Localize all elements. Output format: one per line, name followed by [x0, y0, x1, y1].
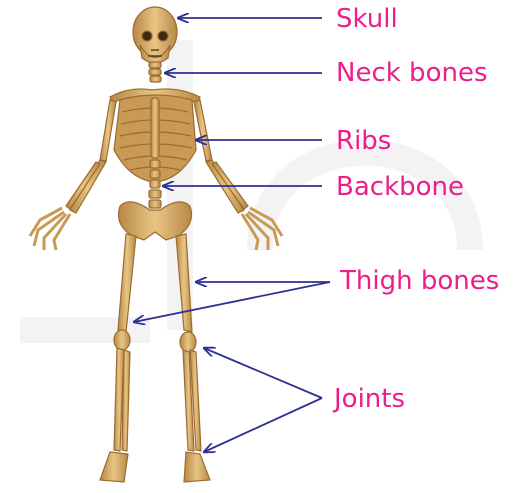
joints-arrow-ankle	[204, 398, 322, 452]
thigh-bones-arrow-left	[134, 282, 330, 322]
label-ribs: Ribs	[336, 128, 391, 154]
label-joints: Joints	[334, 386, 405, 412]
label-thigh-bones: Thigh bones	[340, 268, 499, 294]
joints-arrow-knee	[204, 348, 322, 398]
right-arm	[194, 100, 282, 250]
left-arm	[30, 100, 116, 250]
label-skull: Skull	[336, 6, 398, 32]
label-neck-bones: Neck bones	[336, 60, 488, 86]
label-backbone: Backbone	[336, 174, 464, 200]
skeleton-illustration	[30, 7, 282, 482]
left-leg	[100, 234, 136, 482]
backbone	[149, 160, 161, 208]
neck-bones	[149, 62, 161, 82]
